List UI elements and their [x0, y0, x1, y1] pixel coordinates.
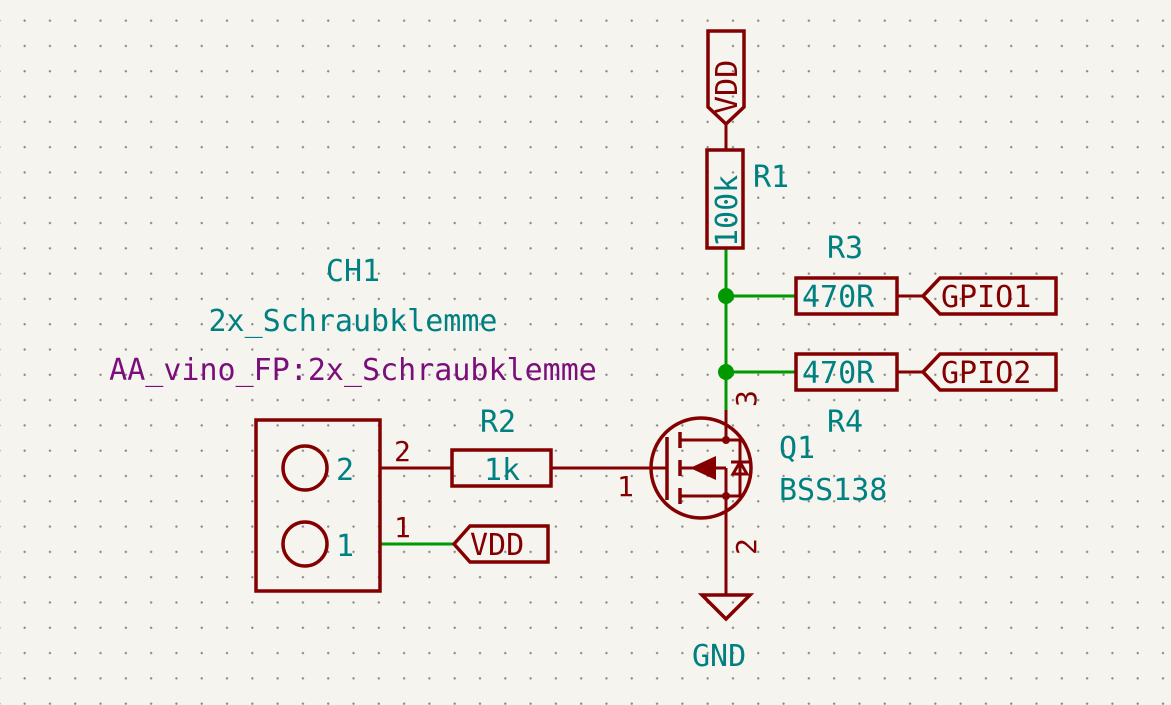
label-gpio1[interactable]: GPIO1 [920, 276, 1058, 316]
resistor-r2[interactable]: 1k R2 [380, 405, 651, 488]
mosfet-q1[interactable]: 3 1 2 Q1 BSS138 [617, 390, 887, 555]
r2-value: 1k [484, 453, 520, 488]
r1-value: 100k [710, 175, 745, 247]
ch1-reference: CH1 [326, 254, 380, 289]
ch1-pin-label-2: 2 [336, 453, 354, 488]
gpio2-text: GPIO2 [941, 356, 1031, 391]
power-flag-vdd-connector[interactable]: VDD [451, 524, 550, 564]
r2-reference: R2 [480, 405, 516, 440]
r1-reference: R1 [753, 160, 789, 195]
q1-pin-1: 1 [617, 470, 634, 503]
ch1-value: 2x_Schraubklemme [209, 304, 498, 339]
channel-arrow [690, 456, 716, 480]
power-flag-vdd-top[interactable]: VDD [706, 29, 746, 150]
ch1-pin-1: 1 [394, 511, 411, 544]
r3-value: 470R [802, 280, 875, 315]
label-gpio2[interactable]: GPIO2 [920, 352, 1058, 392]
ch1-pin-label-1: 1 [336, 529, 354, 564]
junction-r3 [718, 288, 734, 304]
ch1-footprint: AA_vino_FP:2x_Schraubklemme [109, 353, 597, 388]
wires [378, 246, 798, 546]
gnd-label: GND [692, 639, 746, 674]
resistor-r1[interactable]: 100k R1 [705, 148, 789, 250]
q1-pin-2: 2 [730, 538, 763, 555]
r3-reference: R3 [827, 231, 863, 266]
q1-reference: Q1 [779, 431, 815, 466]
vdd-connector-label: VDD [470, 528, 524, 563]
body-diode [730, 459, 750, 476]
resistor-r3[interactable]: 470R R3 [794, 231, 923, 316]
r4-reference: R4 [827, 405, 863, 440]
r4-value: 470R [802, 356, 875, 391]
q1-pin-3: 3 [730, 390, 763, 407]
body-diode-wire [726, 438, 742, 498]
q1-value: BSS138 [779, 473, 887, 508]
ch1-pin-2: 2 [394, 435, 411, 468]
junction-r4 [718, 364, 734, 380]
connector-ch1[interactable]: 2 1 2 1 CH1 2x_Schraubklemme AA_vino_FP:… [109, 254, 597, 593]
gpio1-text: GPIO1 [941, 280, 1031, 315]
resistor-r4[interactable]: 470R R4 [794, 352, 923, 440]
vdd-top-label: VDD [710, 60, 745, 114]
power-flag-gnd[interactable]: GND [692, 540, 755, 674]
